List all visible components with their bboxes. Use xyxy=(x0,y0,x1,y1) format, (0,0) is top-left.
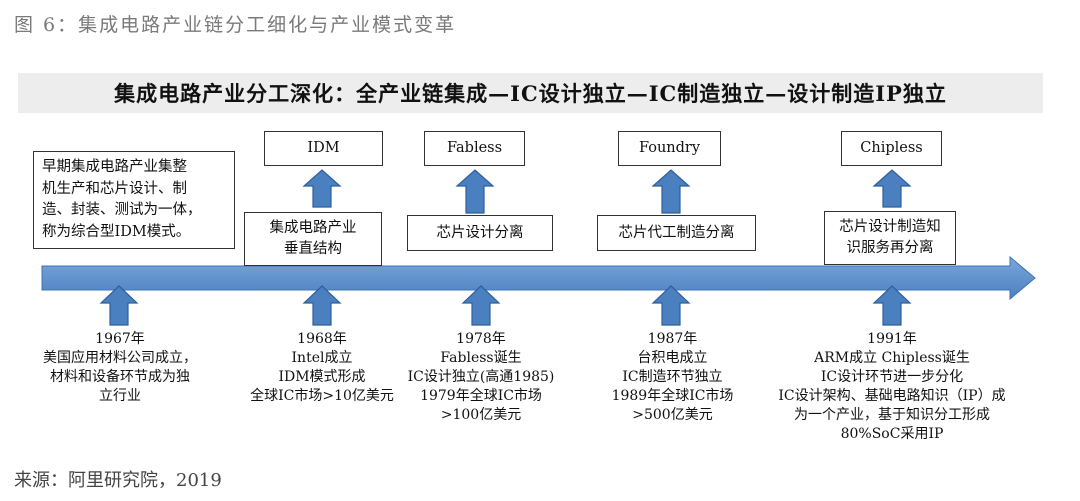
up-arrow-1978 xyxy=(461,285,501,326)
model-box-chipless: Chipless xyxy=(841,131,942,166)
model-box-fabless: Fabless xyxy=(424,131,525,166)
up-arrow-1987 xyxy=(651,285,691,326)
up-arrow-1967 xyxy=(99,285,139,326)
up-arrow-chipless xyxy=(872,169,912,208)
up-arrow-1991 xyxy=(872,285,912,326)
model-box-foundry: Foundry xyxy=(618,131,721,166)
stage-box-chipless: 芯片设计制造知 识服务再分离 xyxy=(824,211,956,265)
stage-box-vertical: 集成电路产业 垂直结构 xyxy=(244,212,382,266)
up-arrow-fabless xyxy=(455,169,495,214)
up-arrow-1968 xyxy=(302,285,342,326)
event-1968: 1968年 Intel成立 IDM模式形成 全球IC市场>10亿美元 xyxy=(250,331,394,404)
model-box-idm: IDM xyxy=(264,131,383,166)
figure-title: 图 6：集成电路产业链分工细化与产业模式变革 xyxy=(14,14,457,36)
early-idm-note: 早期集成电路产业集整 机生产和芯片设计、制 造、封装、测试为一体， 称为综合型I… xyxy=(33,151,235,249)
up-arrow-foundry xyxy=(651,169,691,214)
event-1987: 1987年 台积电成立 IC制造环节独立 1989年全球IC市场 >500亿美元 xyxy=(611,331,734,423)
stage-box-foundry: 芯片代工制造分离 xyxy=(597,215,756,251)
event-1967: 1967年 美国应用材料公司成立， 材料和设备环节成为独 立行业 xyxy=(43,331,197,404)
stage-box-fabless: 芯片设计分离 xyxy=(407,215,553,251)
timeline-arrow xyxy=(41,255,1036,301)
up-arrow-idm xyxy=(302,169,342,208)
event-1991: 1991年 ARM成立 Chipless诞生 IC设计环节进一步分化 IC设计架… xyxy=(778,331,1006,442)
source-note: 来源：阿里研究院，2019 xyxy=(14,470,222,491)
event-1978: 1978年 Fabless诞生 IC设计独立(高通1985) 1979年全球IC… xyxy=(407,331,555,423)
upper-arrows xyxy=(302,169,912,214)
lower-arrows xyxy=(99,285,912,326)
banner-title: 集成电路产业分工深化：全产业链集成—IC设计独立—IC制造独立—设计制造IP独立 xyxy=(18,73,1043,113)
